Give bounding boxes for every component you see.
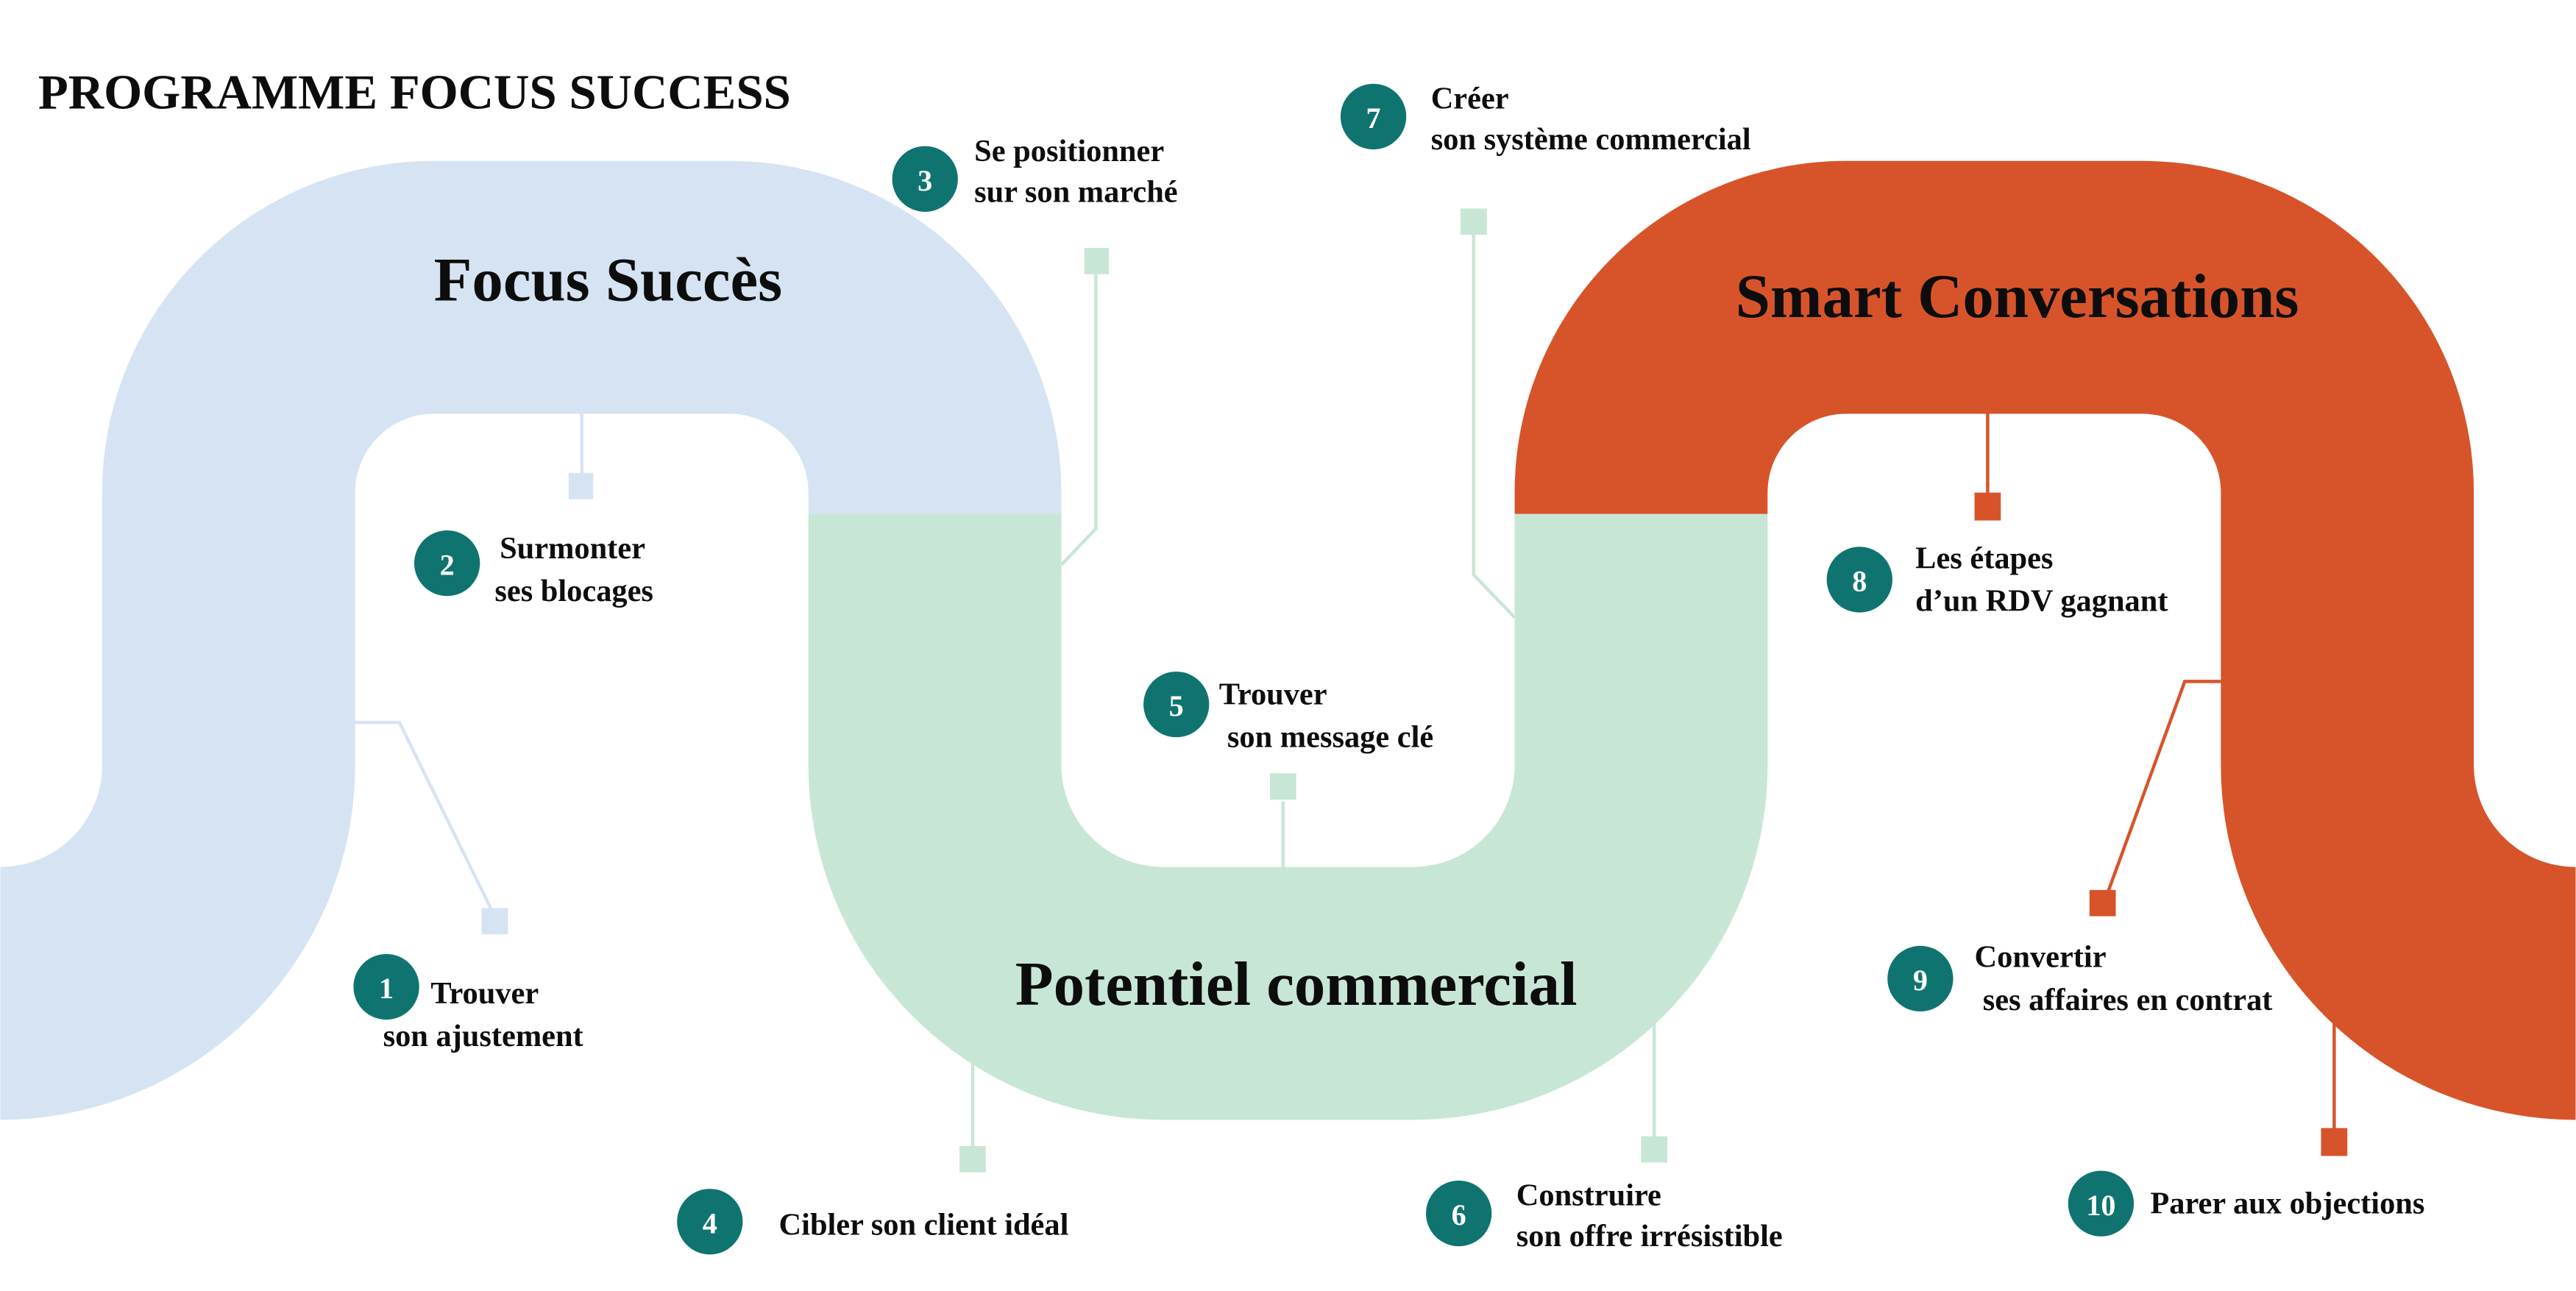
step-number: 2 [440, 548, 455, 581]
step-8: 8 Les étapes d’un RDV gagnant [1826, 541, 2168, 618]
step-label-line1: Trouver [1219, 677, 1327, 712]
step-9: 9 Convertir ses affaires en contrat [1887, 940, 2272, 1017]
step-badge [892, 146, 958, 212]
step-label-line1: Créer [1431, 81, 1509, 115]
step-badge [1143, 671, 1210, 738]
step-label-line1: Se positionner [974, 134, 1164, 168]
connectors [355, 232, 2336, 1150]
marker-step-9 [2089, 889, 2116, 917]
step-label-line1: Surmonter [500, 531, 645, 566]
marker-step-4 [959, 1146, 986, 1173]
step-label-line2: d’un RDV gagnant [1915, 583, 2168, 618]
step-number: 9 [1913, 964, 1928, 997]
step-label-line1: Cibler son client idéal [779, 1208, 1069, 1242]
step-label-line2: son message clé [1227, 720, 1433, 755]
page-title: PROGRAMME FOCUS SUCCESS [38, 65, 791, 119]
step-7: 7 Créer son système commercial [1340, 81, 1751, 157]
step-badge [353, 953, 419, 1020]
marker-step-3 [1084, 248, 1110, 274]
connector-step-7 [1472, 232, 1516, 619]
step-label-line2: sur son marché [974, 175, 1177, 210]
step-label-line1: Convertir [1975, 940, 2107, 975]
step-label-line2: son offre irrésistible [1516, 1219, 1783, 1253]
step-6: 6 Construire son offre irrésistible [1426, 1178, 1783, 1253]
step-number: 6 [1452, 1198, 1466, 1231]
step-badge [414, 530, 480, 597]
connector-step-9 [2106, 680, 2221, 895]
step-badge [1826, 547, 1892, 613]
step-badge [1887, 945, 1954, 1011]
marker-step-1 [481, 908, 508, 935]
band-potentiel-commercial [808, 513, 1768, 1120]
step-label-line2: son système commercial [1431, 122, 1751, 157]
step-badge [677, 1189, 743, 1255]
step-number: 10 [2086, 1189, 2115, 1222]
band-smart-conversations [1514, 160, 2576, 1120]
band-smart-conversations-shape [1514, 160, 2576, 1120]
step-number: 5 [1169, 689, 1184, 722]
marker-step-10 [2321, 1128, 2348, 1156]
step-number: 7 [1366, 102, 1381, 135]
step-5: 5 Trouver son message clé [1143, 671, 1433, 755]
step-label-line1: Construire [1516, 1178, 1661, 1212]
section-title-smart-conversations: Smart Conversations [1736, 262, 2299, 331]
marker-step-7 [1460, 208, 1487, 235]
step-label-line2: ses affaires en contrat [1983, 983, 2273, 1017]
step-label-line1: Trouver [430, 976, 539, 1011]
step-label-line1: Parer aux objections [2150, 1187, 2424, 1221]
marker-step-6 [1641, 1136, 1668, 1163]
band-focus-succes [0, 160, 1062, 1120]
connector-step-1 [355, 720, 495, 914]
step-4: 4 Cibler son client idéal [677, 1189, 1069, 1255]
marker-step-8 [1974, 492, 2001, 521]
step-number: 8 [1852, 565, 1867, 598]
step-badge [1340, 83, 1407, 150]
step-2: 2 Surmonter ses blocages [414, 530, 653, 608]
connector-step-3 [1060, 269, 1098, 566]
step-label-line1: Les étapes [1915, 541, 2053, 575]
step-10: 10 Parer aux objections [2068, 1170, 2424, 1237]
step-badge [2068, 1170, 2135, 1237]
step-badge [1426, 1180, 1492, 1247]
marker-step-2 [568, 472, 594, 499]
section-title-focus-succes: Focus Succès [434, 245, 783, 314]
section-title-potentiel-commercial: Potentiel commercial [1015, 950, 1578, 1019]
step-label-line2: son ajustement [383, 1019, 583, 1053]
step-1: 1 Trouver son ajustement [353, 953, 583, 1053]
step-number: 4 [703, 1206, 717, 1240]
marker-step-5 [1269, 773, 1296, 800]
markers [481, 208, 2348, 1173]
band-potentiel-commercial-shape [808, 513, 1768, 1120]
step-number: 3 [918, 164, 932, 197]
step-label-line2: ses blocages [494, 574, 653, 608]
step-number: 1 [379, 972, 394, 1005]
band-focus-succes-shape [0, 160, 1062, 1120]
step-3: 3 Se positionner sur son marché [892, 134, 1178, 212]
